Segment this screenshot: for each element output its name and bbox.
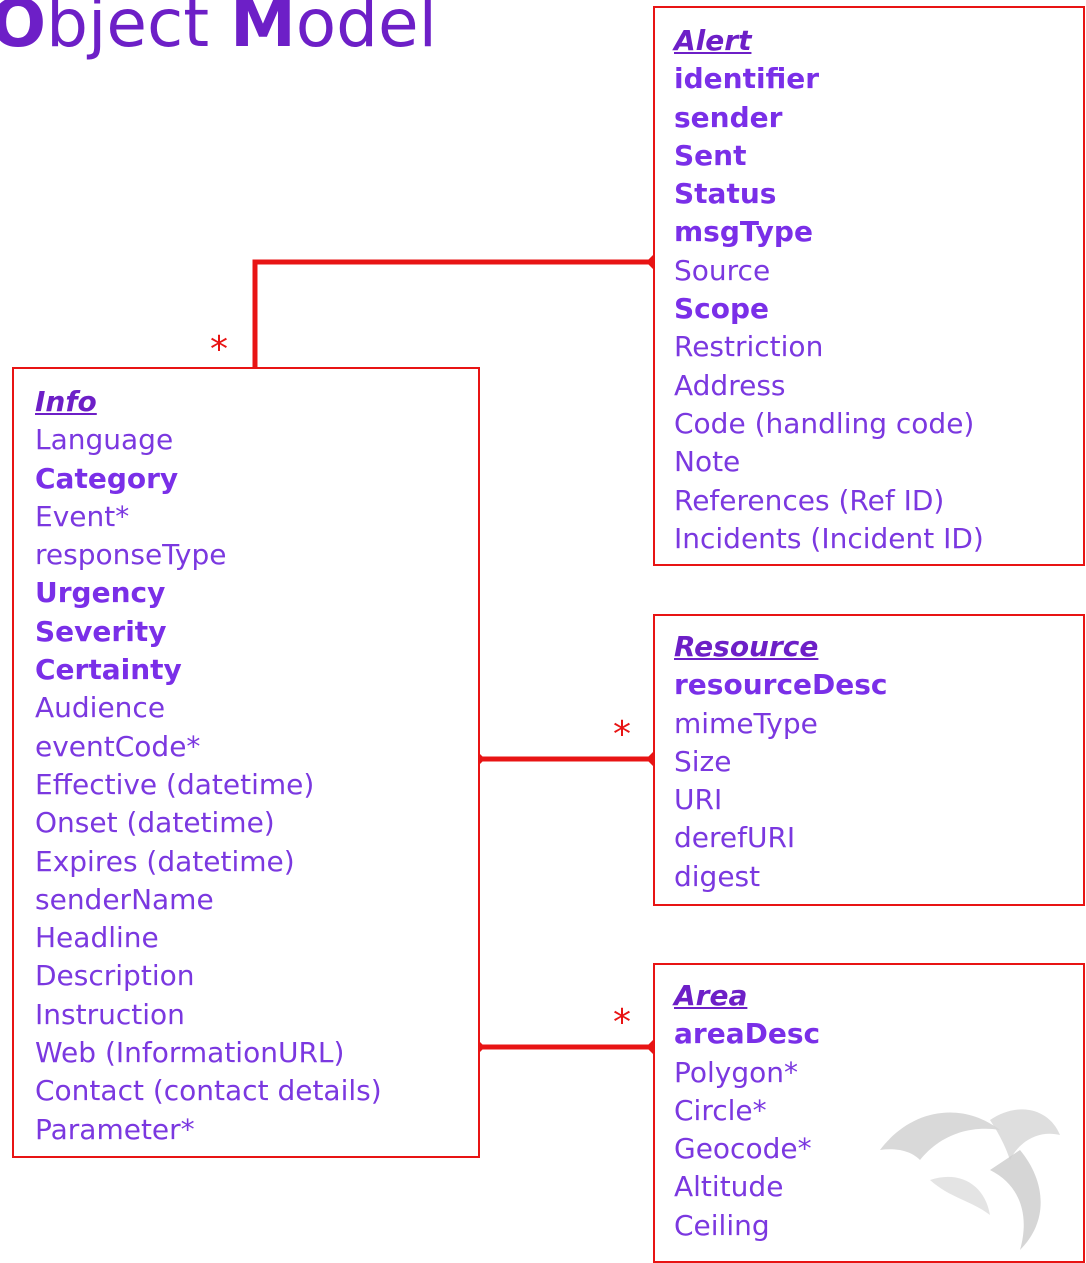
field-item: identifier bbox=[674, 62, 820, 96]
field-item: Altitude bbox=[674, 1170, 784, 1204]
field-item: sender bbox=[674, 100, 783, 134]
field-item: Effective (datetime) bbox=[35, 767, 315, 801]
field-item: Headline bbox=[35, 921, 159, 955]
field-item: Language bbox=[35, 423, 174, 457]
info-heading: Info bbox=[35, 385, 97, 418]
field-item: Circle* bbox=[674, 1093, 767, 1127]
field-item: senderName bbox=[35, 882, 214, 916]
field-item: Category bbox=[35, 461, 179, 495]
field-item: URI bbox=[674, 783, 723, 817]
field-item: areaDesc bbox=[674, 1017, 821, 1051]
field-item: Severity bbox=[35, 614, 167, 648]
field-item: Instruction bbox=[35, 997, 185, 1031]
field-item: Status bbox=[674, 177, 777, 211]
field-item: msgType bbox=[674, 215, 813, 249]
field-item: Scope bbox=[674, 292, 770, 326]
area-heading: Area bbox=[674, 979, 748, 1012]
field-item: Onset (datetime) bbox=[35, 806, 275, 840]
resource-heading: Resource bbox=[674, 630, 819, 663]
field-item: Ceiling bbox=[674, 1208, 770, 1242]
field-item: Event* bbox=[35, 499, 130, 533]
field-item: derefURI bbox=[674, 821, 796, 855]
field-item: Address bbox=[674, 368, 786, 402]
title-first-rest: bject bbox=[46, 0, 231, 62]
field-item: Source bbox=[674, 253, 771, 287]
watermark-logo bbox=[880, 1109, 1060, 1250]
title-first-letter: O bbox=[0, 0, 47, 62]
alert-info-connector bbox=[252, 259, 653, 372]
page-title: Object Model bbox=[0, 0, 437, 64]
field-item: digest bbox=[674, 859, 761, 893]
field-item: Incidents (Incident ID) bbox=[674, 521, 984, 555]
field-item: References (Ref ID) bbox=[674, 483, 945, 517]
resource-multiplicity: * bbox=[613, 714, 631, 755]
field-item: Urgency bbox=[35, 576, 166, 610]
title-second-rest: odel bbox=[295, 0, 437, 62]
title-second-letter: M bbox=[230, 0, 296, 62]
alert-heading: Alert bbox=[674, 24, 752, 57]
field-item: Web (InformationURL) bbox=[35, 1036, 345, 1070]
area-multiplicity: * bbox=[613, 1002, 631, 1043]
field-item: Restriction bbox=[674, 330, 824, 364]
field-item: Description bbox=[35, 959, 195, 993]
field-item: Polygon* bbox=[674, 1055, 799, 1089]
field-item: Contact (contact details) bbox=[35, 1074, 382, 1108]
field-item: Note bbox=[674, 445, 741, 479]
field-item: responseType bbox=[35, 538, 227, 572]
field-item: Audience bbox=[35, 691, 166, 725]
field-item: Geocode* bbox=[674, 1132, 812, 1166]
info-multiplicity: * bbox=[210, 329, 228, 370]
field-item: Parameter* bbox=[35, 1112, 195, 1146]
field-item: Code (handling code) bbox=[674, 406, 975, 440]
field-item: mimeType bbox=[674, 706, 818, 740]
field-item: Certainty bbox=[35, 653, 182, 687]
field-item: resourceDesc bbox=[674, 668, 888, 702]
field-item: Expires (datetime) bbox=[35, 844, 295, 878]
field-item: Size bbox=[674, 744, 732, 778]
field-item: Sent bbox=[674, 138, 747, 172]
field-item: eventCode* bbox=[35, 729, 201, 763]
